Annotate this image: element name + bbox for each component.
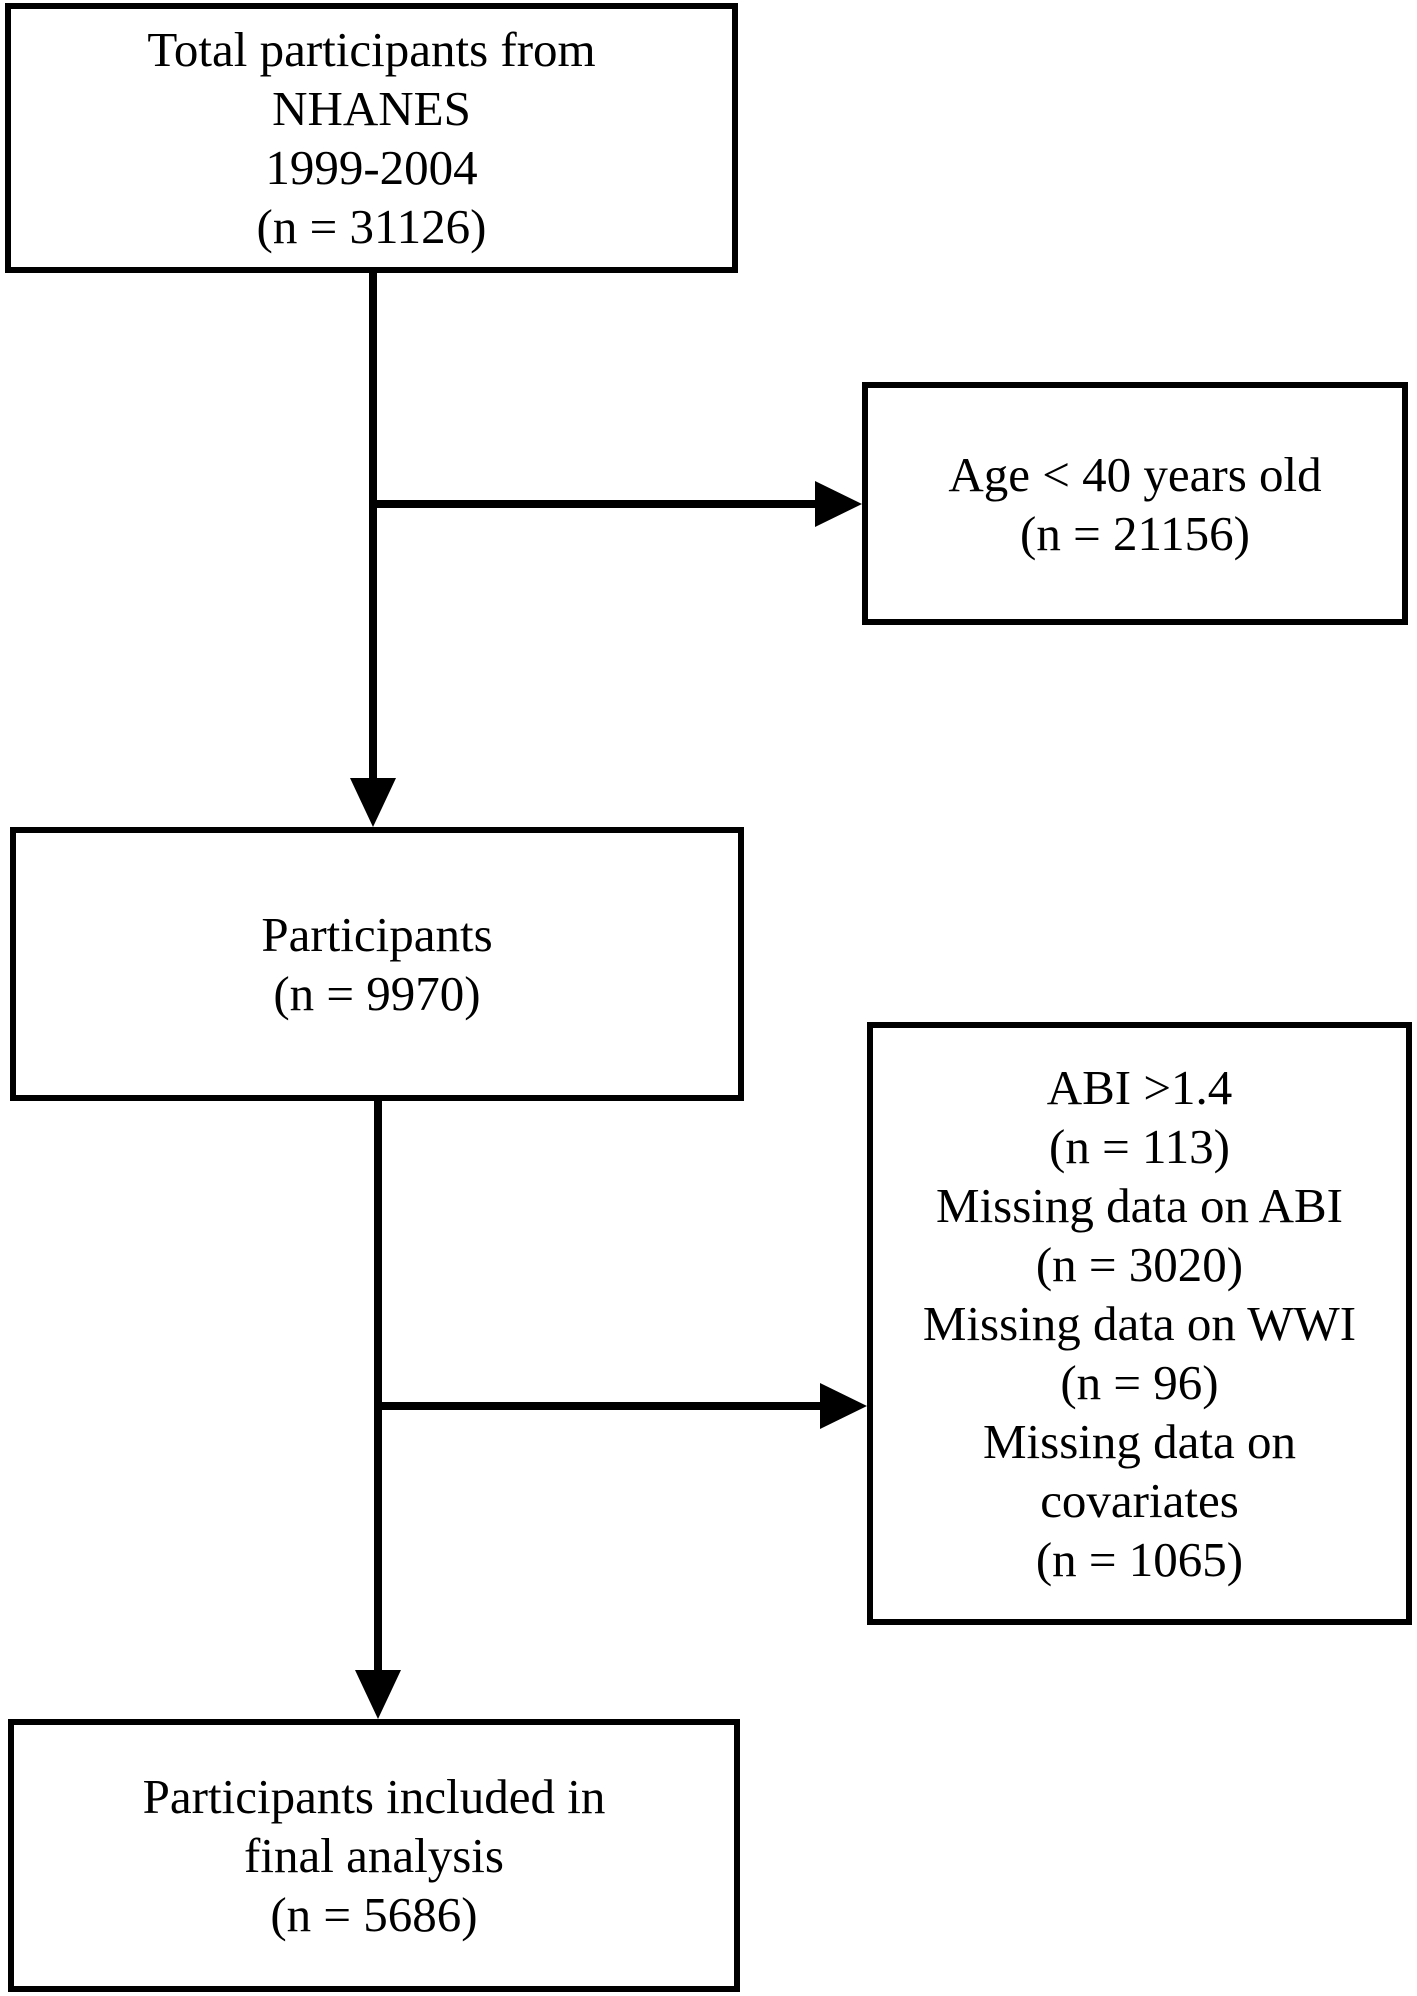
box-exclusion-missing: ABI >1.4 (n = 113) Missing data on ABI (… <box>867 1022 1412 1625</box>
total-line-4: (n = 31126) <box>256 199 487 254</box>
total-line-1: Total participants from <box>147 22 596 77</box>
participants-line-1: Participants <box>261 907 493 962</box>
missing-line-2: (n = 113) <box>1049 1119 1230 1174</box>
missing-line-5: Missing data on WWI <box>922 1296 1357 1351</box>
missing-line-9: (n = 1065) <box>1035 1532 1244 1587</box>
box-participants: Participants (n = 9970) <box>10 827 744 1101</box>
box-total-participants: Total participants from NHANES 1999-2004… <box>5 3 738 273</box>
missing-line-8: covariates <box>1040 1473 1239 1528</box>
final-line-1: Participants included in <box>142 1769 606 1824</box>
total-line-2: NHANES <box>272 81 471 136</box>
box-exclusion-age: Age < 40 years old (n = 21156) <box>862 382 1408 625</box>
missing-line-7: Missing data on <box>982 1414 1297 1469</box>
arrowhead-right-age <box>815 481 862 527</box>
final-line-2: final analysis <box>244 1828 504 1883</box>
missing-line-1: ABI >1.4 <box>1046 1060 1233 1115</box>
box-final-analysis: Participants included in final analysis … <box>8 1719 740 1992</box>
total-line-3: 1999-2004 <box>265 140 478 195</box>
age-line-1: Age < 40 years old <box>948 446 1322 502</box>
arrowhead-down-final <box>355 1670 401 1719</box>
final-line-3: (n = 5686) <box>270 1887 478 1942</box>
arrowhead-right-missing <box>820 1383 867 1429</box>
missing-line-4: (n = 3020) <box>1035 1237 1244 1292</box>
missing-line-6: (n = 96) <box>1060 1355 1219 1410</box>
participants-line-2: (n = 9970) <box>273 966 481 1021</box>
age-line-2: (n = 21156) <box>1020 505 1250 561</box>
arrowhead-down-participants <box>350 778 396 827</box>
missing-line-3: Missing data on ABI <box>936 1178 1343 1233</box>
